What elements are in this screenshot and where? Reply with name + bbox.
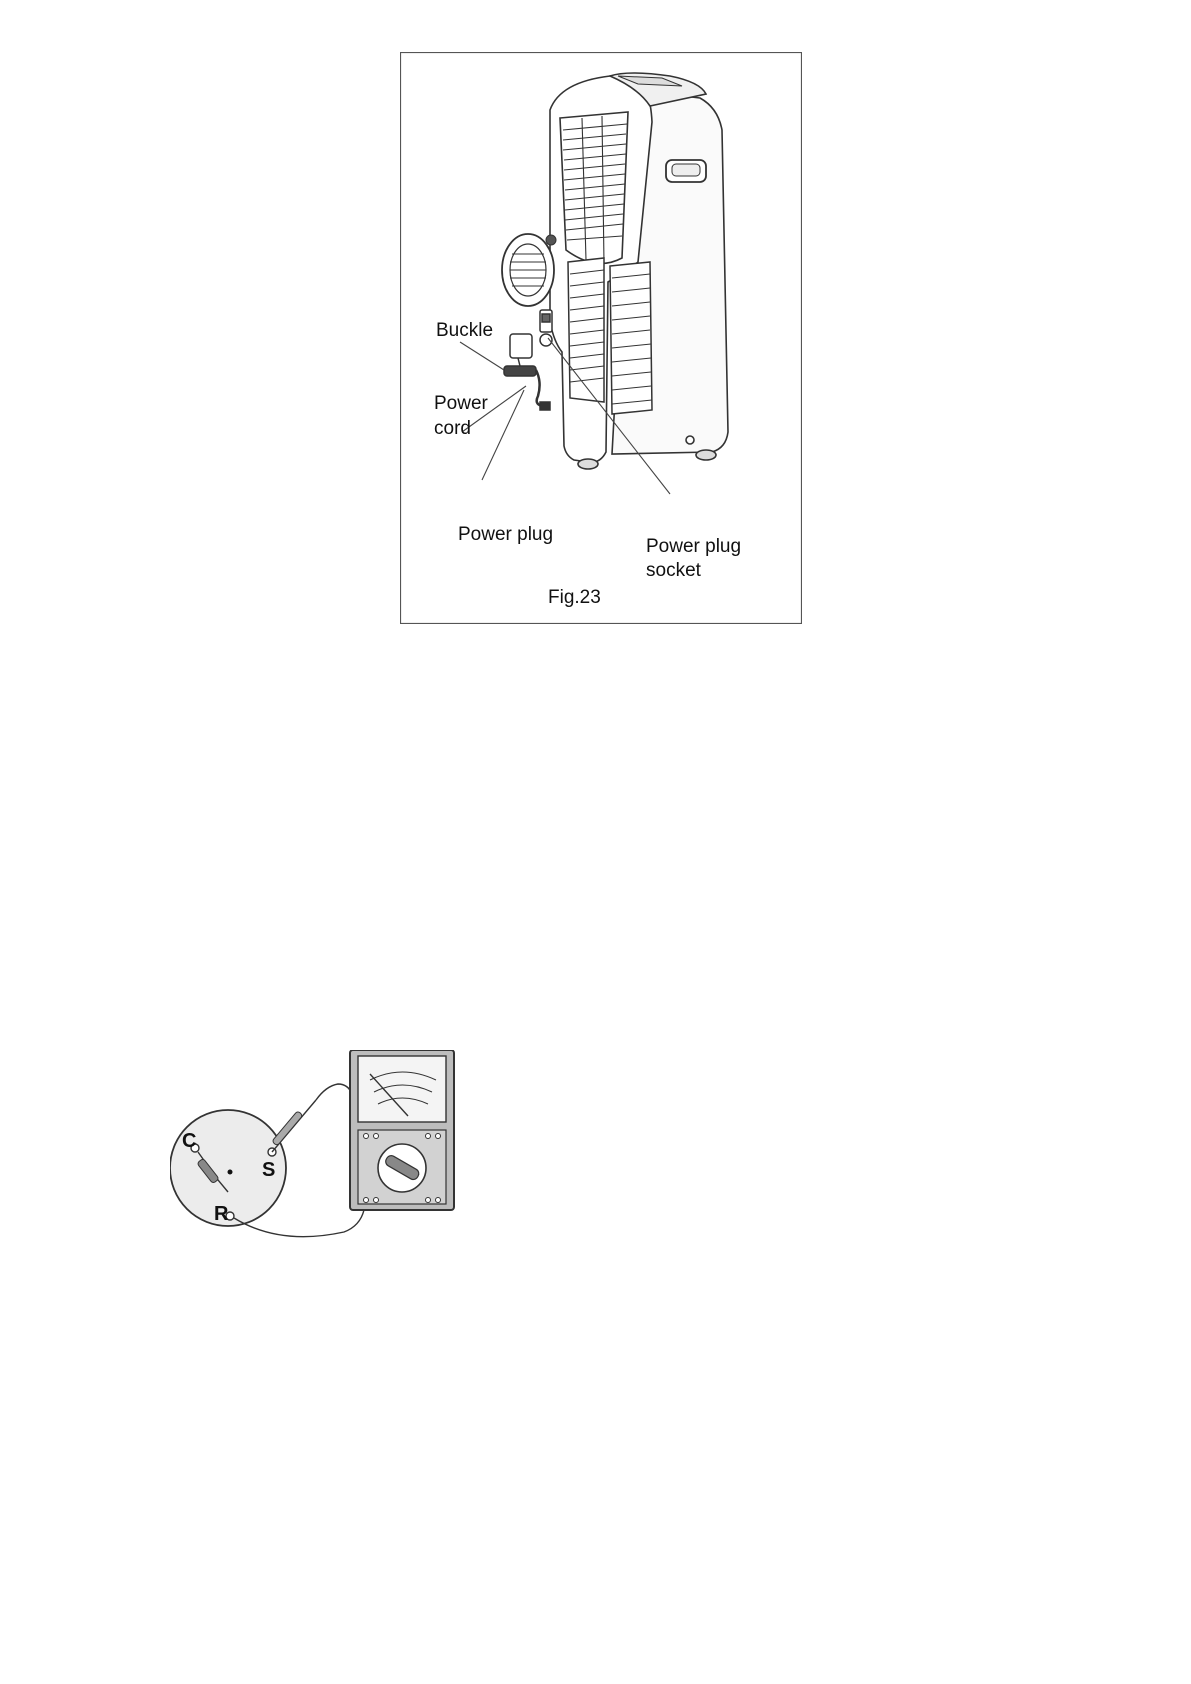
multimeter-drawing: C S R [170, 1050, 470, 1240]
upper-air-grille [560, 112, 628, 264]
multimeter [350, 1050, 454, 1210]
figure-23-drawing: Buckle Power cord Power plug Power plug … [400, 52, 802, 624]
multimeter-figure: C S R [170, 1050, 470, 1240]
terminal-c-label: C [182, 1130, 196, 1152]
terminal-s-label: S [262, 1159, 275, 1181]
label-power-plug: Power plug [458, 524, 553, 545]
test-probe [272, 1084, 352, 1152]
label-power-plug-socket-line2: socket [646, 560, 702, 581]
label-power-plug-socket-line1: Power plug [646, 536, 741, 557]
terminal-r-label: R [214, 1203, 229, 1225]
label-power-cord-line2: cord [434, 418, 471, 439]
figure-23: Buckle Power cord Power plug Power plug … [400, 52, 802, 624]
figure-caption: Fig.23 [548, 587, 601, 608]
label-power-cord-line1: Power [434, 393, 489, 414]
label-buckle: Buckle [436, 320, 493, 341]
